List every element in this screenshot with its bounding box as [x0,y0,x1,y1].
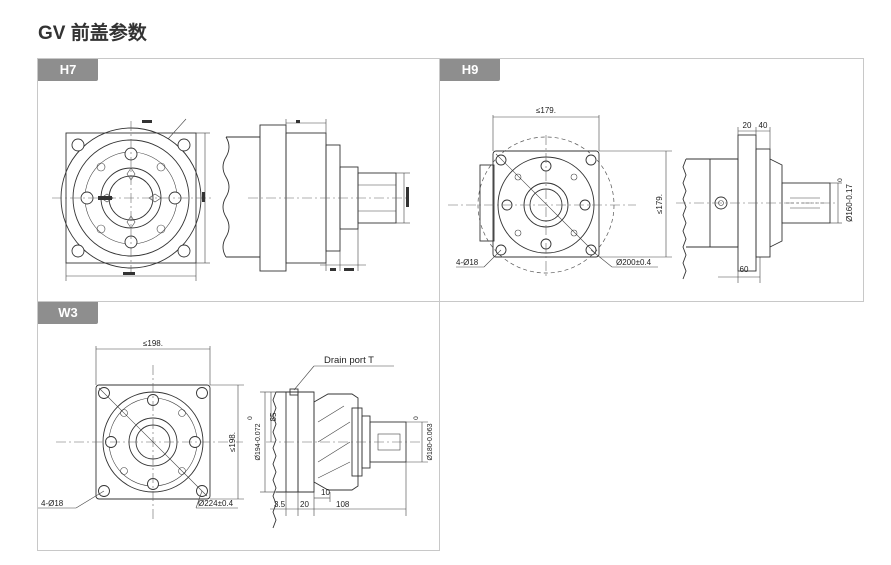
w3-height-dim: ≤198. [228,432,237,452]
w3-depth-dim: 85 [269,412,278,421]
h9-front-view: ≤179. ≤179. 4-Ø18 Ø200±0.4 [448,106,672,277]
w3-drain-port-label: Drain port T [324,355,374,366]
h9-top-dim-b: 40 [759,121,768,130]
h7-drawing [52,118,410,281]
w3-front-view: ≤198. ≤198. 4-Ø18 Ø224±0.4 [38,339,244,522]
h7-side-view [222,119,410,272]
w3-drawing: ≤198. ≤198. 4-Ø18 Ø224±0.4 [38,339,434,529]
h9-shaft-dim: Ø160-0.17 [845,184,854,222]
w3-shaft-tol: 0 [413,416,420,420]
w3-dim-3-5: 3.5 [274,500,286,509]
panel-tag-h7: H7 [38,59,98,81]
w3-holes-dim: 4-Ø18 [41,499,64,508]
h9-shaft-tol: 0 [837,178,844,182]
panel-tag-w3: W3 [38,302,98,324]
h9-bottom-dim: 60 [740,265,749,274]
h9-width-dim: ≤179. [536,106,556,115]
h9-side-view: 20 40 60 0 Ø160-0.17 [676,121,854,283]
w3-dim-108: 108 [336,500,350,509]
w3-width-dim: ≤198. [143,339,163,348]
w3-shaft-dim: Ø180-0.063 [427,423,434,460]
w3-pcd-dim: Ø224±0.4 [198,499,234,508]
panel-h9: H9 ≤179. [439,58,864,302]
panel-h7: H7 [37,58,440,302]
w3-dim-10: 10 [321,488,330,497]
w3-pilot-dim: Ø194-0.072 [255,423,262,460]
w3-side-view: Drain port T 0 Ø194-0.072 85 0 Ø180-0.06… [247,355,434,529]
h9-pcd-dim: Ø200±0.4 [616,258,652,267]
w3-dim-20: 20 [300,500,309,509]
h9-top-dim-a: 20 [743,121,752,130]
panel-w3: W3 ≤198. [37,301,440,551]
h9-holes-dim: 4-Ø18 [456,258,479,267]
h7-front-view [52,118,214,281]
h9-drawing: ≤179. ≤179. 4-Ø18 Ø200±0.4 [448,106,854,283]
panel-tag-h9: H9 [440,59,500,81]
h9-height-dim: ≤179. [655,194,664,214]
w3-pilot-tol: 0 [247,416,254,420]
page-title: GV 前盖参数 [38,23,147,44]
